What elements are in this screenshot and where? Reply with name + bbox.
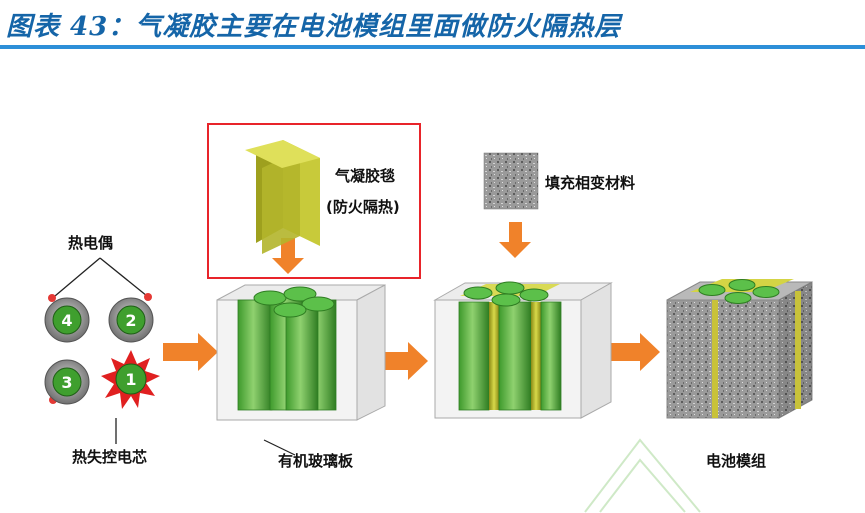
- label-aerogel-purpose: (防火隔热): [326, 198, 400, 216]
- cell-icon: 4: [44, 297, 90, 343]
- label-battery-module: 电池模组: [706, 452, 767, 470]
- label-glass-board: 有机玻璃板: [278, 452, 354, 470]
- cell-number: 2: [125, 311, 136, 330]
- label-aerogel-felt: 气凝胶毯: [335, 167, 396, 185]
- cell-number: 3: [61, 373, 72, 392]
- thermocouple-leads: [54, 257, 148, 444]
- arrow-down-icon: [499, 222, 531, 258]
- label-phase-change: 填充相变材料: [545, 174, 636, 192]
- figure-title: 图表 43：气凝胶主要在电池模组里面做防火隔热层: [6, 12, 622, 42]
- label-thermocouple: 热电偶: [68, 234, 114, 252]
- battery-module-icon: [666, 279, 813, 419]
- watermark-chevron: [584, 438, 701, 513]
- aerogel-felt-icon: [245, 140, 320, 254]
- cell-icon: 3: [44, 359, 90, 405]
- pcm-swatch-icon: [483, 152, 539, 210]
- title-rule: [0, 45, 865, 49]
- cell-number: 1: [125, 370, 136, 389]
- arrow-right-icon: [163, 333, 218, 371]
- cell-number: 4: [61, 311, 72, 330]
- module-with-aerogel: [433, 281, 613, 419]
- figure-title-bar: 图表 43：气凝胶主要在电池模组里面做防火隔热层: [0, 0, 865, 50]
- arrow-down-icon: [272, 238, 304, 274]
- module-glass-box: [216, 284, 386, 421]
- arrow-right-icon: [606, 333, 660, 371]
- thermocouple-dot: [48, 294, 56, 302]
- glass-board-leader: [263, 439, 296, 456]
- fire-burst-icon: 1: [101, 350, 160, 409]
- thermocouple-dot: [144, 293, 152, 301]
- arrow-right-icon: [373, 342, 428, 380]
- aerogel-highlight-box: [207, 123, 421, 279]
- label-runaway-cell: 热失控电芯: [72, 448, 148, 466]
- cell-icon: 2: [108, 297, 154, 343]
